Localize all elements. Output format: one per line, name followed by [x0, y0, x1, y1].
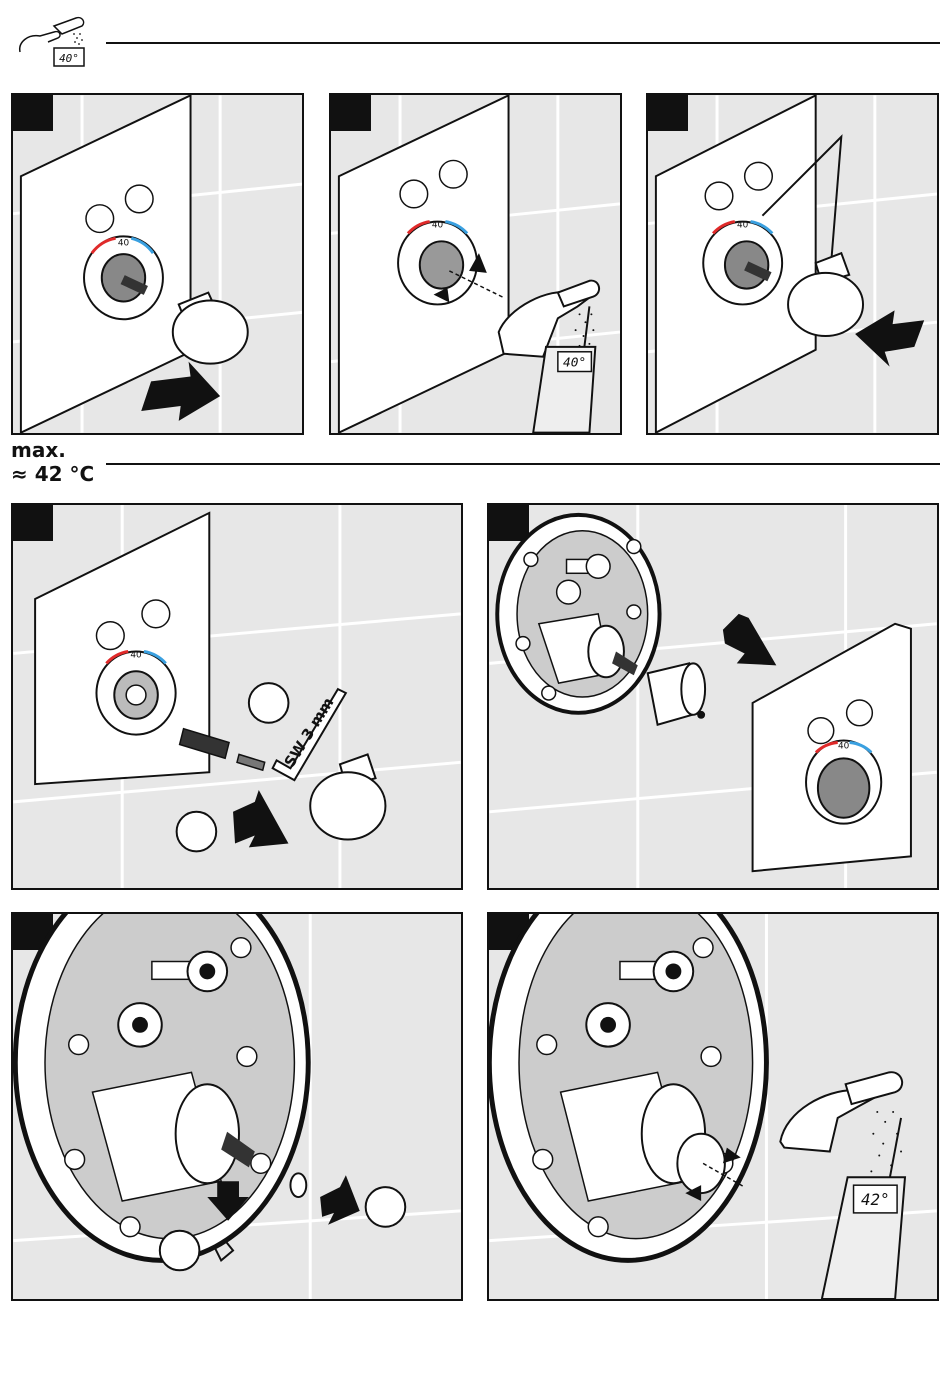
max-temperature-label: max. ≈ 42 °C [11, 438, 94, 486]
step-panel-7: 42° [487, 912, 939, 1301]
thermometer-readout: 42° [861, 1190, 890, 1209]
step-5-illustration: 40 [489, 505, 937, 888]
gauge-label: 40 [737, 221, 749, 231]
max-line-2: ≈ 42 °C [11, 462, 94, 486]
step-7-illustration: 42° [489, 914, 937, 1299]
step-panel-4: 40 SW 3 mm [11, 503, 463, 890]
thermometer-readout: 40° [563, 356, 586, 371]
step-6-illustration [13, 914, 461, 1299]
step-panel-5: 40 [487, 503, 939, 890]
step-panel-6 [11, 912, 463, 1301]
step-panel-2: 40 40° [329, 93, 622, 435]
gauge-label: 40 [432, 221, 444, 231]
step-3-illustration: 40 [648, 95, 937, 433]
step-1-illustration: 40 [13, 95, 302, 433]
section-rule [106, 463, 940, 465]
gauge-label: 40 [838, 741, 850, 751]
gauge-label: 40 [118, 238, 130, 248]
gauge-label: 40 [130, 650, 142, 660]
max-line-1: max. [11, 438, 94, 462]
step-2-illustration: 40 40° [331, 95, 620, 433]
hand-shower-thermometer-icon: 40° [14, 12, 94, 70]
step-panel-1: 40 [11, 93, 304, 435]
header-rule [106, 42, 940, 44]
step-4-illustration: 40 SW 3 mm [13, 505, 461, 888]
tool-size-label: SW 3 mm [281, 695, 337, 771]
header-icon-temp: 40° [59, 52, 79, 65]
step-panel-3: 40 [646, 93, 939, 435]
